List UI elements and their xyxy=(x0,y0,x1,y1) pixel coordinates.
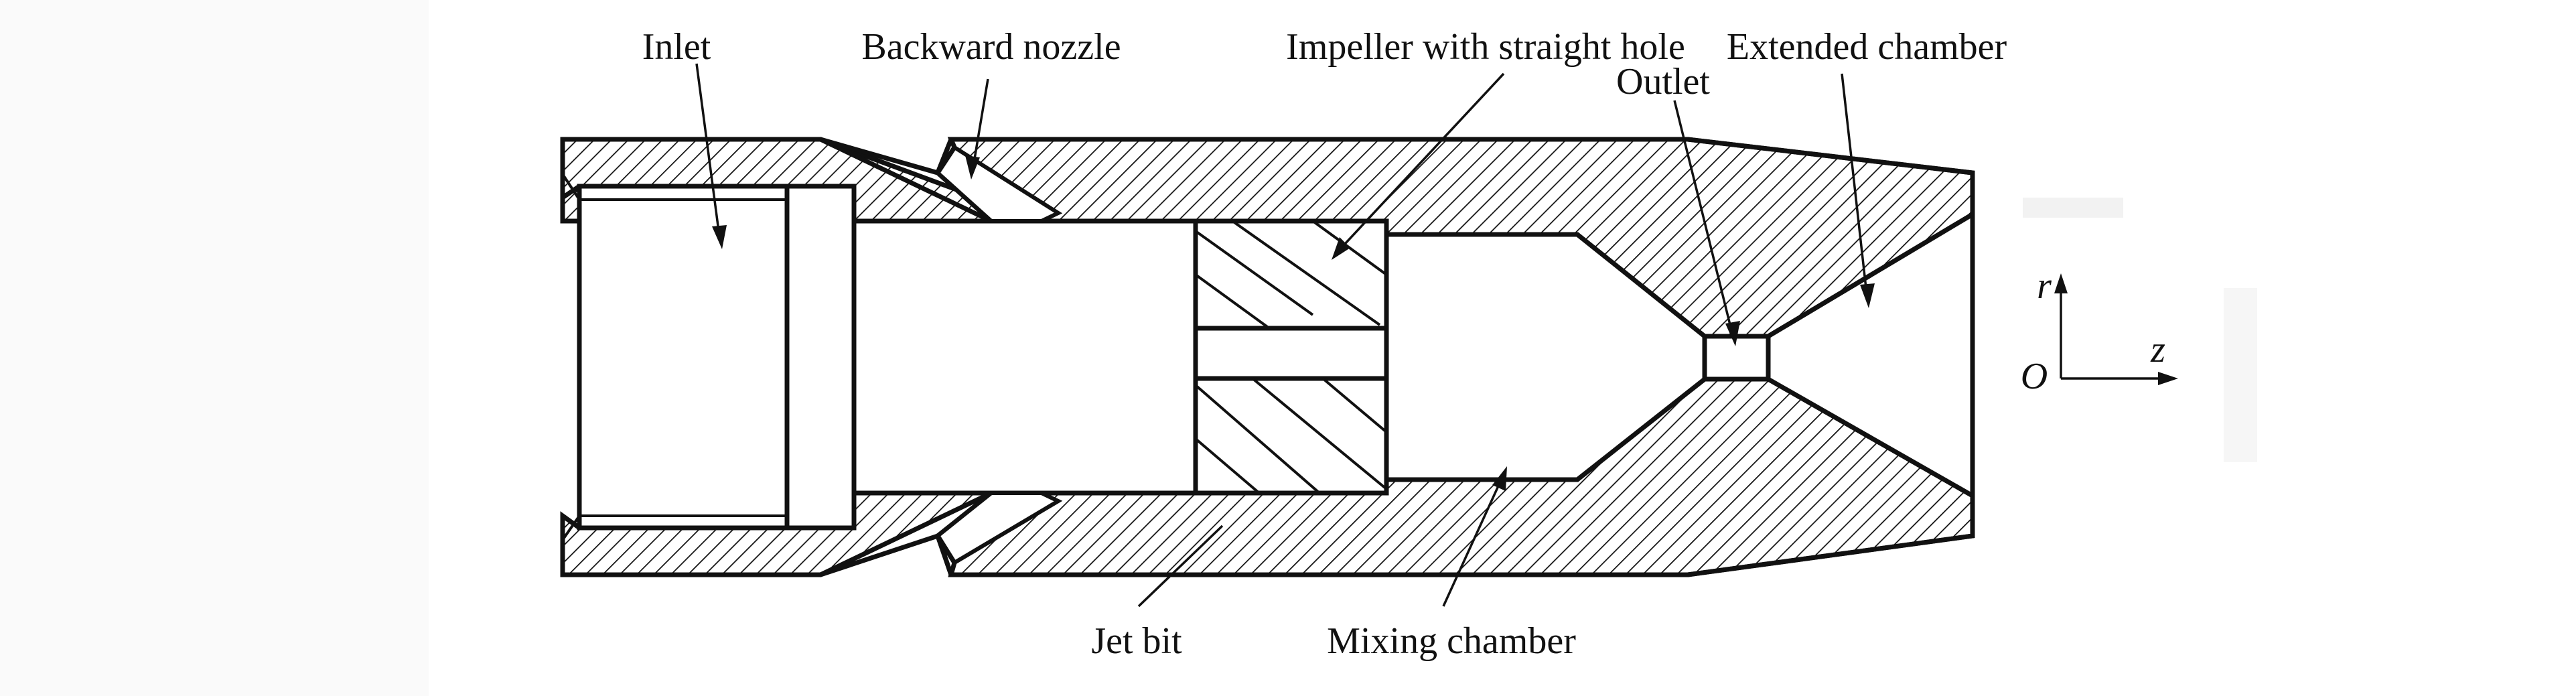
inlet-cavity xyxy=(577,184,790,531)
label-outlet: Outlet xyxy=(1616,61,1710,102)
tool-outer-outline-top xyxy=(560,137,1975,214)
impeller-blade-line xyxy=(1194,384,1321,494)
label-backward-nozzle: Backward nozzle xyxy=(861,26,1121,68)
mixing-chamber-arrowhead xyxy=(1492,466,1507,491)
inlet-bevel-bottom xyxy=(561,514,581,541)
impeller-blade-line xyxy=(1194,273,1271,330)
extended-chamber-leader xyxy=(1841,73,1869,301)
extended-chamber-arrowhead xyxy=(1860,283,1875,308)
label-inlet: Inlet xyxy=(642,26,711,68)
retaining-ring xyxy=(784,184,857,531)
nozzle-step-top xyxy=(935,138,954,174)
backward-nozzle-leader xyxy=(971,78,989,171)
impeller-blade-line xyxy=(1231,220,1381,326)
inlet-leader xyxy=(695,63,721,242)
axis-label-z: z xyxy=(2150,329,2165,370)
inlet-bevel-top xyxy=(561,173,581,201)
impeller-blade-line xyxy=(1251,377,1388,490)
scan-artifact xyxy=(2023,198,2123,218)
label-extended-chamber: Extended chamber xyxy=(1727,26,2007,68)
z-axis-arrowhead xyxy=(2158,372,2178,385)
axis-label-r: r xyxy=(2037,265,2052,307)
impeller-leader xyxy=(1335,72,1505,255)
outlet-arrowhead xyxy=(1725,321,1740,346)
outlet-leader xyxy=(1673,100,1735,339)
r-axis-arrowhead xyxy=(2054,273,2068,293)
outlet-throat xyxy=(1702,334,1771,382)
page-margin xyxy=(0,0,429,696)
nozzle-step-bottom xyxy=(935,535,954,576)
label-jet-bit: Jet bit xyxy=(1091,620,1182,662)
impeller-arrowhead xyxy=(1332,237,1350,260)
backward-nozzle-arrowhead xyxy=(965,155,980,180)
label-impeller: Impeller with straight hole xyxy=(1286,26,1685,68)
impeller-blade-line xyxy=(1321,377,1388,433)
tool-outer-outline-bottom xyxy=(560,496,1975,577)
axis-label-origin: O xyxy=(2021,356,2048,397)
inlet-arrowhead xyxy=(712,225,727,249)
scan-artifact xyxy=(2224,288,2257,462)
central-bore xyxy=(851,218,1198,496)
impeller-blade-line xyxy=(1194,437,1261,494)
mixing-chamber-leader xyxy=(1442,474,1505,607)
jet-bit-leader xyxy=(1137,525,1224,608)
label-mixing-chamber: Mixing chamber xyxy=(1327,620,1576,662)
impeller-blade-line xyxy=(1194,230,1314,316)
